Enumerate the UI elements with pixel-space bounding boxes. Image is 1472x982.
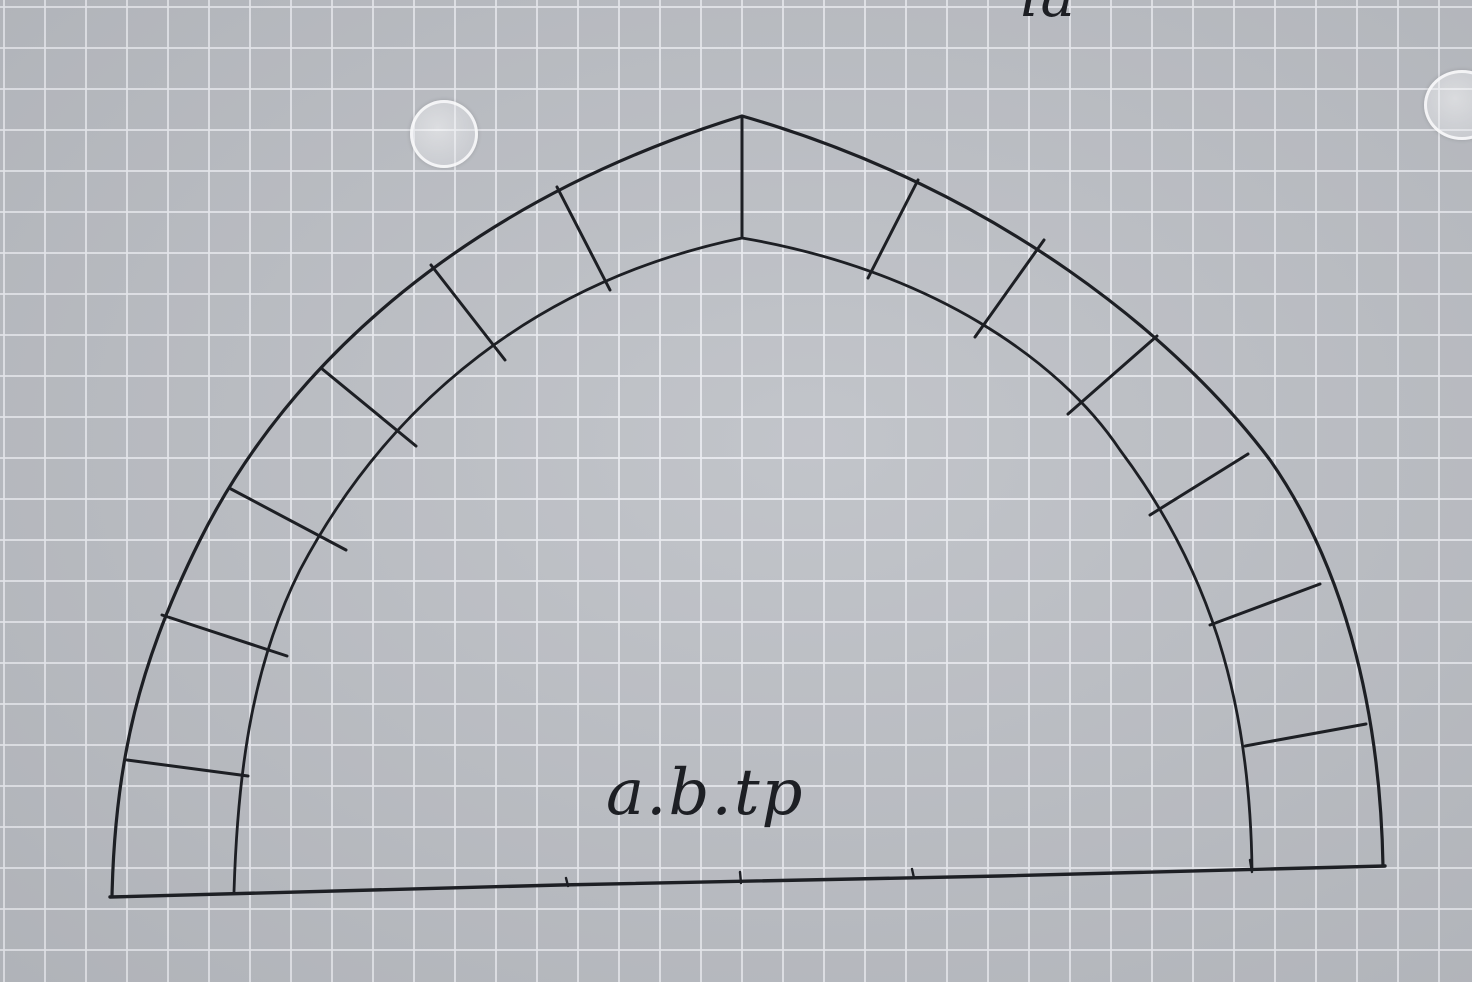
arch-label: a.b.tp	[606, 756, 805, 830]
baseline-tick	[738, 870, 743, 885]
voussoir-joint	[555, 185, 612, 292]
corner-note: ia	[1020, 0, 1077, 30]
voussoir-joint	[160, 613, 289, 658]
voussoir-joint	[1066, 334, 1159, 416]
voussoir-joint	[866, 178, 920, 280]
voussoir-joint	[1243, 722, 1368, 748]
baseline-tick	[564, 876, 570, 888]
voussoir-joint	[229, 487, 348, 552]
baseline-tick	[1248, 858, 1254, 874]
voussoir-joint	[125, 758, 250, 778]
voussoir-joint	[973, 238, 1046, 339]
springing-line	[108, 864, 1387, 899]
punch-hole	[410, 100, 478, 168]
baseline-tick	[910, 867, 916, 880]
voussoir-joint	[319, 366, 418, 448]
voussoir-joint	[1208, 582, 1322, 627]
voussoir-joint	[1148, 452, 1250, 517]
voussoir-joint	[429, 263, 507, 362]
